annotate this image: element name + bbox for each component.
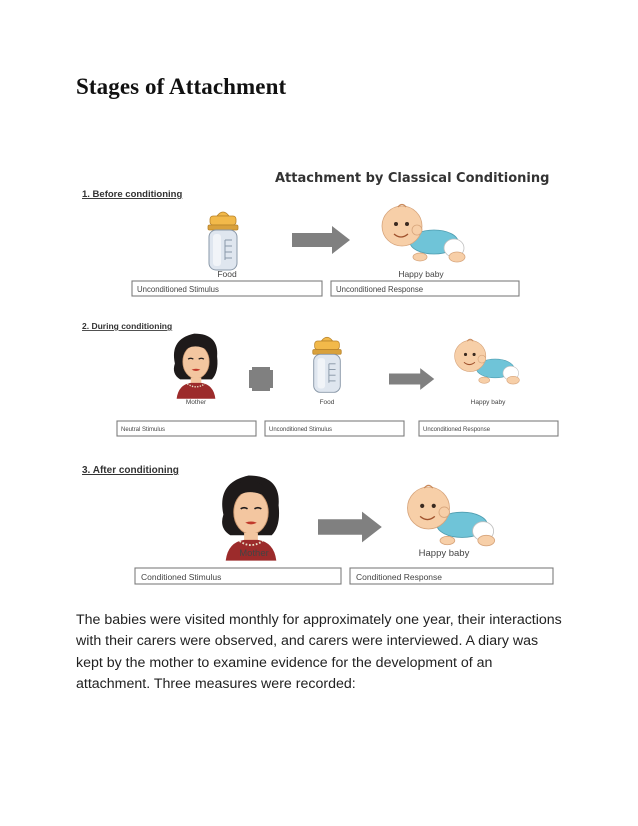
conditioning-figure: Attachment by Classical Conditioning 1. …	[76, 160, 566, 592]
stage3-box-right-label: Conditioned Response	[356, 572, 442, 582]
stage1-box-right-label: Unconditioned Response	[336, 285, 423, 294]
plus-icon	[249, 367, 273, 391]
stage2-box-3-label: Unconditioned Response	[423, 427, 491, 433]
stage2-baby-caption: Happy baby	[471, 399, 506, 406]
mother-icon	[173, 332, 219, 400]
stage2-box-2	[264, 420, 405, 437]
stage3-baby-caption: Happy baby	[419, 548, 470, 559]
stage3-box-right	[349, 567, 554, 585]
stage1-box-left-label: Unconditioned Stimulus	[137, 285, 219, 294]
stage1-box-right	[330, 280, 520, 297]
stage2-box-1-label: Neutral Stimulus	[121, 427, 165, 433]
stage3-box-left-label: Conditioned Stimulus	[141, 572, 221, 582]
bottle-icon	[207, 211, 239, 271]
stage1-heading: 1. Before conditioning	[82, 189, 182, 200]
figure-title: Attachment by Classical Conditioning	[275, 171, 549, 186]
stage2-box-2-label: Unconditioned Stimulus	[269, 427, 332, 433]
stage3-heading: 3. After conditioning	[82, 465, 179, 476]
page-title: Stages of Attachment	[76, 74, 287, 99]
stage1-box-left	[131, 280, 323, 297]
stage1-food-caption: Food	[217, 269, 237, 279]
bottle-icon	[312, 336, 342, 393]
stage2-box-3	[418, 420, 559, 437]
baby-icon	[454, 338, 520, 385]
conditioning-diagram: Attachment by Classical Conditioning 1. …	[82, 171, 559, 585]
baby-icon	[381, 203, 466, 263]
stage2-mother-caption: Mother	[186, 399, 207, 406]
stage2-box-1	[116, 420, 257, 437]
arrow-right-icon	[389, 368, 435, 390]
stage3-mother-caption: Mother	[239, 548, 269, 559]
baby-icon	[406, 484, 496, 547]
stage1-baby-caption: Happy baby	[398, 269, 444, 279]
stage2-food-caption: Food	[320, 399, 335, 406]
stage3-box-left	[134, 567, 342, 585]
arrow-right-icon	[292, 226, 350, 254]
body-paragraph: The babies were visited monthly for appr…	[76, 612, 562, 693]
stage2-heading: 2. During conditioning	[82, 321, 172, 331]
arrow-right-icon	[318, 511, 382, 543]
